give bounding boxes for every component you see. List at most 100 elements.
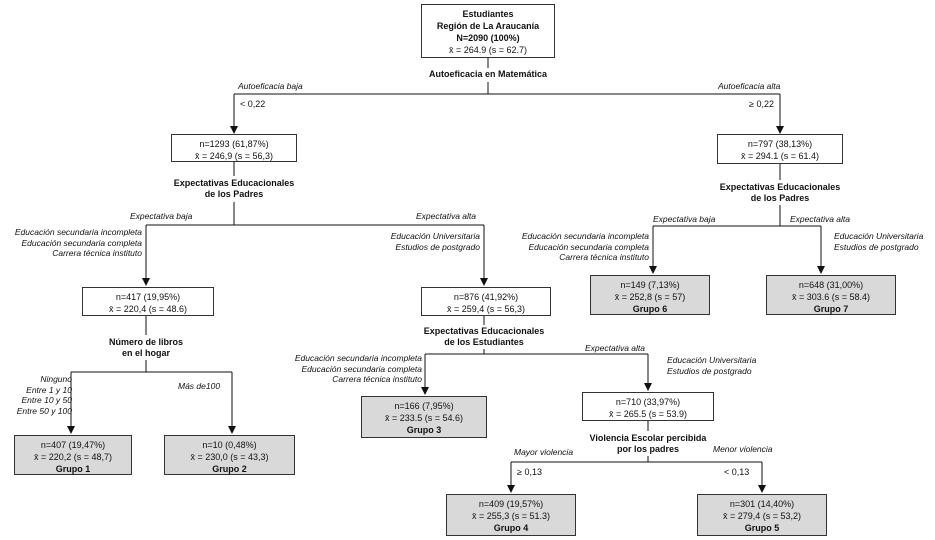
category: Educación secundaria incompleta xyxy=(294,353,422,363)
node-count: n=409 (19,57%) xyxy=(478,499,544,509)
category: Educación Universitaria xyxy=(834,231,924,241)
split-line: Expectativas Educacionales xyxy=(719,182,841,192)
node-count: n=149 (7,13%) xyxy=(620,280,680,290)
group-3-node: n=166 (7,95%) x̄ = 233.5 (s = 54.6) Grup… xyxy=(361,396,487,438)
node-count: n=648 (31,00%) xyxy=(798,280,864,290)
split-line: por los padres xyxy=(616,444,679,454)
branch-expectativa-alta: Expectativa alta xyxy=(416,211,477,221)
category: Estudios de postgrado xyxy=(395,241,480,252)
node-count: n=166 (7,95%) xyxy=(394,401,454,411)
category: Educación Universitaria xyxy=(667,355,757,365)
cond-menor-violencia: < 0,13 xyxy=(724,467,750,477)
node-estudiantes-alta: n=710 (33,97%) x̄ = 265.5 (s = 53.9) xyxy=(582,392,714,421)
split-line: Número de libros xyxy=(108,337,183,347)
node-count: n=301 (14,40%) xyxy=(729,499,795,509)
category: Educación Universitaria xyxy=(390,231,480,241)
categories-libros-left: Ninguno Entre 1 y 10 Entre 10 y 50 Entre… xyxy=(2,374,72,416)
category: Educación secundaria incompleta xyxy=(14,227,142,237)
group-label: Grupo 4 xyxy=(493,523,529,533)
node-stats: x̄ = 246,9 (s = 56,3) xyxy=(194,151,274,161)
root-node: Estudiantes Región de La Araucanía N=209… xyxy=(421,4,555,58)
split-line: Expectativas Educacionales xyxy=(423,326,545,336)
group-label: Grupo 5 xyxy=(744,523,780,533)
node-count: n=1293 (61,87%) xyxy=(199,139,269,149)
branch-autoeficacia-baja: Autoeficacia baja xyxy=(238,81,303,91)
group-2-node: n=10 (0,48%) x̄ = 230,0 (s = 43,3) Grupo… xyxy=(164,435,295,475)
category: Ninguno xyxy=(40,374,72,384)
node-stats: x̄ = 294.1 (s = 61.4) xyxy=(740,151,820,161)
category: Estudios de postgrado xyxy=(667,365,752,376)
group-6-node: n=149 (7,13%) x̄ = 252,8 (s = 57) Grupo … xyxy=(590,275,710,315)
categories-estudiantes-right: Educación Universitaria Estudios de post… xyxy=(667,355,756,376)
branch-expectativa-alta-right: Expectativa alta xyxy=(790,214,851,224)
category: Carrera técnica instituto xyxy=(52,248,142,258)
category: Educación secundaria completa xyxy=(528,241,650,252)
categories-expectativa-baja-right: Educación secundaria incompleta Educació… xyxy=(508,231,649,263)
node-count: n=417 (19,95%) xyxy=(115,292,181,302)
node-count: n=10 (0,48%) xyxy=(202,440,257,450)
category: Educación secundaria completa xyxy=(301,363,423,374)
group-1-node: n=407 (19,47%) x̄ = 220,2 (s = 48,7) Gru… xyxy=(14,435,132,475)
root-stats: x̄ = 264.9 (s = 62.7) xyxy=(448,45,528,55)
category: Entre 1 y 10 xyxy=(26,384,72,395)
root-title: Estudiantes xyxy=(462,9,514,19)
group-7-node: n=648 (31,00%) x̄ = 303.6 (s = 58.4) Gru… xyxy=(766,275,896,315)
cond-autoeficacia-baja: < 0,22 xyxy=(240,99,266,109)
node-stats: x̄ = 233.5 (s = 54.6) xyxy=(384,413,464,423)
node-count: n=876 (41,92%) xyxy=(453,292,519,302)
group-label: Grupo 7 xyxy=(813,304,849,314)
node-count: n=797 (38,13%) xyxy=(747,139,813,149)
split-line: Violencia Escolar percibida xyxy=(589,433,707,443)
split-expectativas-padres-right: Expectativas Educacionales de los Padres xyxy=(710,182,850,204)
node-stats: x̄ = 259,4 (s = 56,3) xyxy=(446,304,526,314)
node-stats: x̄ = 220,4 (s = 48.6) xyxy=(108,304,188,314)
split-violencia-escolar: Violencia Escolar percibida por los padr… xyxy=(573,433,723,455)
category: Carrera técnica instituto xyxy=(332,374,422,384)
branch-autoeficacia-alta: Autoeficacia alta xyxy=(718,81,781,91)
node-stats: x̄ = 252,8 (s = 57) xyxy=(614,292,686,302)
node-expectativa-baja: n=417 (19,95%) x̄ = 220,4 (s = 48.6) xyxy=(82,287,214,316)
group-label: Grupo 6 xyxy=(632,304,668,314)
node-autoeficacia-baja: n=1293 (61,87%) x̄ = 246,9 (s = 56,3) xyxy=(171,134,297,162)
branch-mayor-violencia: Mayor violencia xyxy=(514,447,574,457)
category: Educación secundaria completa xyxy=(21,237,143,248)
split-line: de los Padres xyxy=(204,189,264,199)
group-5-node: n=301 (14,40%) x̄ = 279,4 (s = 53,2) Gru… xyxy=(697,494,827,536)
category: Estudios de postgrado xyxy=(834,241,919,252)
branch-menor-violencia: Menor violencia xyxy=(713,444,773,454)
node-stats: x̄ = 220,2 (s = 48,7) xyxy=(33,452,113,462)
categories-estudiantes-left: Educación secundaria incompleta Educació… xyxy=(280,353,422,385)
cond-autoeficacia-alta: ≥ 0,22 xyxy=(749,99,774,109)
branch-estudiantes-alta: Expectativa alta xyxy=(585,343,646,353)
group-label: Grupo 1 xyxy=(55,464,91,474)
group-label: Grupo 3 xyxy=(406,425,442,435)
node-expectativa-alta: n=876 (41,92%) x̄ = 259,4 (s = 56,3) xyxy=(421,287,551,316)
split-autoeficacia: Autoeficacia en Matemática xyxy=(428,69,548,79)
node-stats: x̄ = 230,0 (s = 43,3) xyxy=(190,452,269,462)
category: Entre 50 y 100 xyxy=(16,405,72,416)
root-count: N=2090 (100%) xyxy=(456,33,520,43)
group-label: Grupo 2 xyxy=(212,464,247,474)
cond-mayor-violencia: ≥ 0,13 xyxy=(517,467,542,477)
root-region: Región de La Araucanía xyxy=(436,21,540,31)
split-line: en el hogar xyxy=(121,348,170,358)
node-count: n=407 (19,47%) xyxy=(40,440,106,450)
categories-expectativa-alta-right: Educación Universitaria Estudios de post… xyxy=(834,231,923,252)
branch-expectativa-baja: Expectativa baja xyxy=(130,211,193,221)
node-autoeficacia-alta: n=797 (38,13%) x̄ = 294.1 (s = 61.4) xyxy=(717,134,843,164)
split-line: de los Estudiantes xyxy=(444,337,524,347)
split-line: de los Padres xyxy=(750,193,810,203)
branch-mas-de-100: Más de100 xyxy=(178,381,221,391)
category: Educación secundaria incompleta xyxy=(521,231,649,241)
node-stats: x̄ = 303.6 (s = 58.4) xyxy=(791,292,871,302)
categories-expectativa-alta: Educación Universitaria Estudios de post… xyxy=(360,231,480,252)
node-stats: x̄ = 255,3 (s = 51.3) xyxy=(471,511,551,521)
split-line: Expectativas Educacionales xyxy=(173,178,295,188)
node-count: n=710 (33,97%) xyxy=(615,397,681,407)
category: Carrera técnica instituto xyxy=(559,252,649,262)
categories-expectativa-baja: Educación secundaria incompleta Educació… xyxy=(2,227,142,259)
split-expectativas-estudiantes: Expectativas Educacionales de los Estudi… xyxy=(414,326,554,348)
group-4-node: n=409 (19,57%) x̄ = 255,3 (s = 51.3) Gru… xyxy=(446,494,576,536)
split-numero-libros: Número de libros en el hogar xyxy=(96,337,196,359)
